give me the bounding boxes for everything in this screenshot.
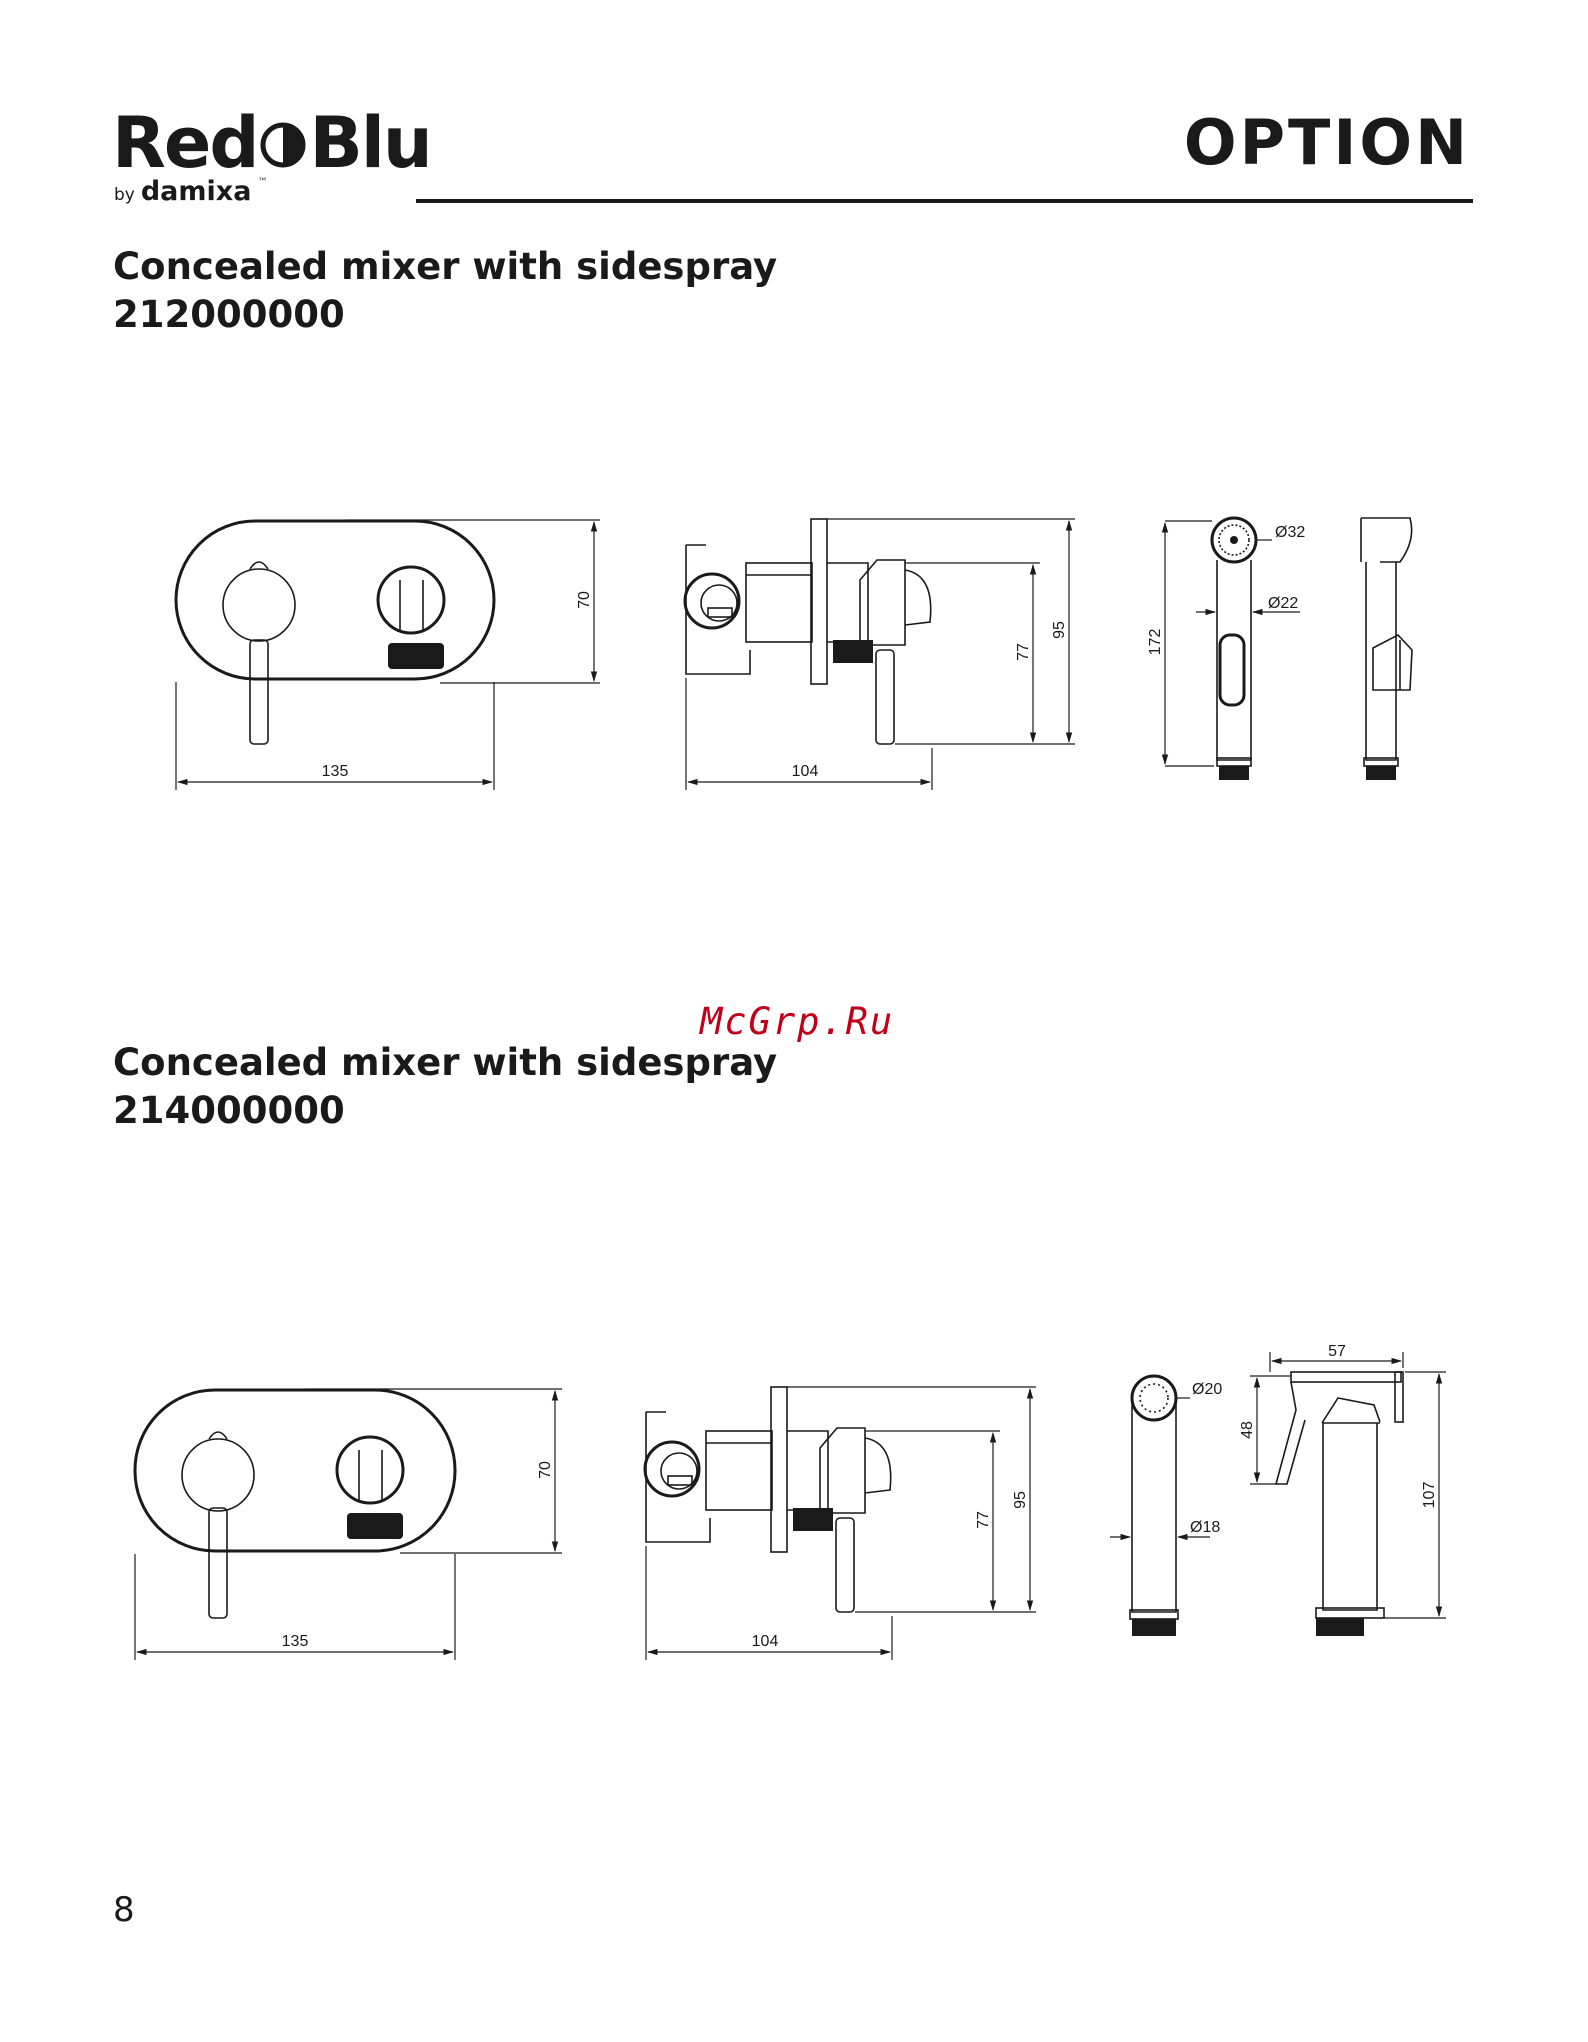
dim-holder-height: 107 <box>1421 1482 1438 1509</box>
dim-holder-depth: 48 <box>1239 1421 1256 1439</box>
product-1-spray-side-view <box>1361 518 1412 780</box>
dim-plate-width-2: 135 <box>282 1633 309 1650</box>
dim-height-b-2: 95 <box>1012 1491 1029 1509</box>
dim-spray-head-dia-2: Ø20 <box>1192 1381 1222 1398</box>
product-1-front-view <box>176 520 600 790</box>
dim-spray-neck-dia-2: Ø18 <box>1190 1519 1220 1536</box>
product-2-holder-view <box>1250 1352 1446 1636</box>
dim-height-b: 95 <box>1051 621 1068 639</box>
page-number: 8 <box>113 1893 135 1927</box>
dim-plate-height-2: 70 <box>537 1461 554 1479</box>
dim-plate-width: 135 <box>322 763 349 780</box>
dim-holder-width: 57 <box>1328 1343 1346 1360</box>
dim-plate-height: 70 <box>576 591 593 609</box>
dim-spray-length: 172 <box>1147 629 1164 656</box>
dim-spray-head-dia: Ø32 <box>1275 524 1305 541</box>
dim-height-a: 77 <box>1015 643 1032 661</box>
dim-height-a-2: 77 <box>975 1511 992 1529</box>
dim-spray-neck-dia: Ø22 <box>1268 595 1298 612</box>
dim-body-depth-2: 104 <box>752 1633 779 1650</box>
product-1-spray-front-view <box>1165 518 1300 780</box>
dim-body-depth: 104 <box>792 763 819 780</box>
product-2-front-view <box>135 1389 562 1660</box>
product-2-spray-front-view <box>1110 1376 1210 1636</box>
